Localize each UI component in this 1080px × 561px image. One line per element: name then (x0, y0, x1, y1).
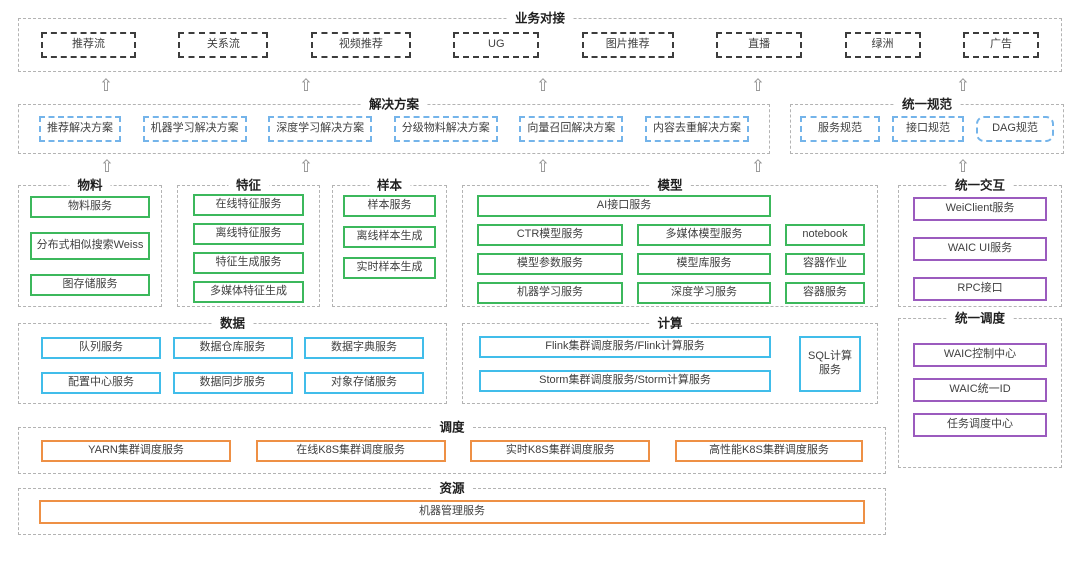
diagram-node: 数据字典服务 (304, 337, 424, 359)
section-label-interaction: 统一交互 (946, 174, 1014, 194)
diagram-node: 容器服务 (785, 282, 865, 304)
section-business: 业务对接 推荐流 关系流 视频推荐 UG 图片推荐 直播 绿洲 广告 (18, 7, 1062, 72)
up-arrow-icon: ⇧ (98, 76, 114, 95)
diagram-node: 在线特征服务 (193, 194, 304, 216)
section-label-solutions: 解决方案 (360, 93, 428, 113)
diagram-node: 任务调度中心 (913, 413, 1047, 437)
section-resource: 资源 机器管理服务 (18, 477, 886, 535)
section-scheduling: 调度 YARN集群调度服务 在线K8S集群调度服务 实时K8S集群调度服务 高性… (18, 416, 886, 474)
diagram-node: Storm集群调度服务/Storm计算服务 (479, 369, 771, 392)
section-label-scheduling: 调度 (431, 416, 473, 436)
section-label-business: 业务对接 (506, 7, 574, 27)
diagram-node: 模型参数服务 (477, 253, 623, 275)
diagram-node: 多媒体特征生成 (193, 281, 304, 303)
diagram-node: 推荐流 (41, 32, 136, 58)
section-solutions: 解决方案 推荐解决方案 机器学习解决方案 深度学习解决方案 分级物料解决方案 向… (18, 93, 770, 154)
section-data: 数据 队列服务 数据仓库服务 数据字典服务 配置中心服务 数据同步服务 对象存储… (18, 312, 447, 404)
diagram-node: 接口规范 (892, 116, 964, 142)
diagram-node: WAIC控制中心 (913, 343, 1047, 367)
section-standards: 统一规范 服务规范 接口规范 DAG规范 (790, 93, 1064, 154)
diagram-node: 高性能K8S集群调度服务 (674, 439, 863, 462)
diagram-node: 离线特征服务 (193, 223, 304, 245)
diagram-node: 向量召回解决方案 (519, 116, 624, 142)
diagram-node: 数据同步服务 (172, 372, 293, 394)
diagram-node: 在线K8S集群调度服务 (255, 439, 446, 462)
section-feature: 特征 在线特征服务 离线特征服务 特征生成服务 多媒体特征生成 (177, 174, 320, 307)
diagram-node: 样本服务 (343, 195, 436, 217)
diagram-node: 分布式相似搜索Weiss (30, 232, 150, 260)
diagram-node: WAIC UI服务 (913, 237, 1047, 261)
diagram-node: 图存储服务 (30, 274, 150, 296)
section-label-resource: 资源 (431, 477, 473, 497)
diagram-node: AI接口服务 (477, 195, 771, 217)
section-label-unified-scheduling: 统一调度 (946, 307, 1014, 327)
section-label-material: 物料 (69, 174, 111, 194)
diagram-node: 推荐解决方案 (39, 116, 121, 142)
diagram-node: 对象存储服务 (304, 372, 424, 394)
diagram-node: 广告 (962, 32, 1039, 58)
diagram-node: 内容去重解决方案 (644, 116, 749, 142)
up-arrow-icon: ⇧ (955, 157, 971, 176)
diagram-node: 容器作业 (785, 253, 865, 275)
diagram-node: 绿洲 (844, 32, 921, 58)
diagram-node: 队列服务 (41, 337, 161, 359)
section-sample: 样本 样本服务 离线样本生成 实时样本生成 (332, 174, 447, 307)
grid-spacer (785, 195, 865, 217)
up-arrow-icon: ⇧ (955, 76, 971, 95)
section-model: 模型 AI接口服务 CTR模型服务 多媒体模型服务 notebook 模型参数服… (462, 174, 878, 307)
section-label-standards: 统一规范 (893, 93, 961, 113)
section-label-data: 数据 (211, 312, 254, 332)
up-arrow-icon: ⇧ (750, 157, 766, 176)
section-compute: 计算 Flink集群调度服务/Flink计算服务 Storm集群调度服务/Sto… (462, 312, 878, 404)
diagram-node: 机器管理服务 (39, 499, 865, 524)
diagram-node: 直播 (716, 32, 803, 58)
diagram-node: 服务规范 (800, 116, 880, 142)
diagram-node: Flink集群调度服务/Flink计算服务 (479, 335, 771, 358)
diagram-node: RPC接口 (913, 277, 1047, 301)
diagram-node: 深度学习解决方案 (268, 116, 373, 142)
diagram-node: 机器学习服务 (477, 282, 623, 304)
section-label-model: 模型 (649, 174, 691, 194)
diagram-node: YARN集群调度服务 (41, 439, 231, 462)
diagram-node: 实时K8S集群调度服务 (470, 439, 651, 462)
diagram-node: WeiClient服务 (913, 197, 1047, 221)
diagram-node: 特征生成服务 (193, 252, 304, 274)
diagram-node: DAG规范 (976, 116, 1054, 142)
diagram-node: CTR模型服务 (477, 224, 623, 246)
diagram-node: 多媒体模型服务 (637, 224, 771, 246)
up-arrow-icon: ⇧ (99, 157, 115, 176)
diagram-node: 深度学习服务 (637, 282, 771, 304)
diagram-node: 图片推荐 (581, 32, 674, 58)
section-unified-scheduling: 统一调度 WAIC控制中心 WAIC统一ID 任务调度中心 (898, 307, 1062, 468)
diagram-node: 模型库服务 (637, 253, 771, 275)
diagram-node: 关系流 (178, 32, 269, 58)
up-arrow-icon: ⇧ (535, 76, 551, 95)
up-arrow-icon: ⇧ (750, 76, 766, 95)
up-arrow-icon: ⇧ (298, 76, 314, 95)
diagram-node: 机器学习解决方案 (142, 116, 247, 142)
up-arrow-icon: ⇧ (298, 157, 314, 176)
section-label-sample: 样本 (368, 174, 411, 194)
diagram-node: 配置中心服务 (41, 372, 161, 394)
diagram-node: 实时样本生成 (343, 257, 436, 279)
section-interaction: 统一交互 WeiClient服务 WAIC UI服务 RPC接口 (898, 174, 1062, 307)
diagram-node: 视频推荐 (310, 32, 411, 58)
diagram-node: 数据仓库服务 (172, 337, 293, 359)
section-material: 物料 物料服务 分布式相似搜索Weiss 图存储服务 (18, 174, 162, 307)
diagram-node: 分级物料解决方案 (393, 116, 498, 142)
section-label-compute: 计算 (649, 312, 691, 332)
diagram-node: SQL计算服务 (799, 335, 861, 392)
diagram-node: 物料服务 (30, 196, 150, 218)
diagram-node: UG (453, 32, 540, 58)
diagram-node: WAIC统一ID (913, 378, 1047, 402)
up-arrow-icon: ⇧ (535, 157, 551, 176)
diagram-node: 离线样本生成 (343, 226, 436, 248)
diagram-node: notebook (785, 224, 865, 246)
section-label-feature: 特征 (227, 174, 270, 194)
